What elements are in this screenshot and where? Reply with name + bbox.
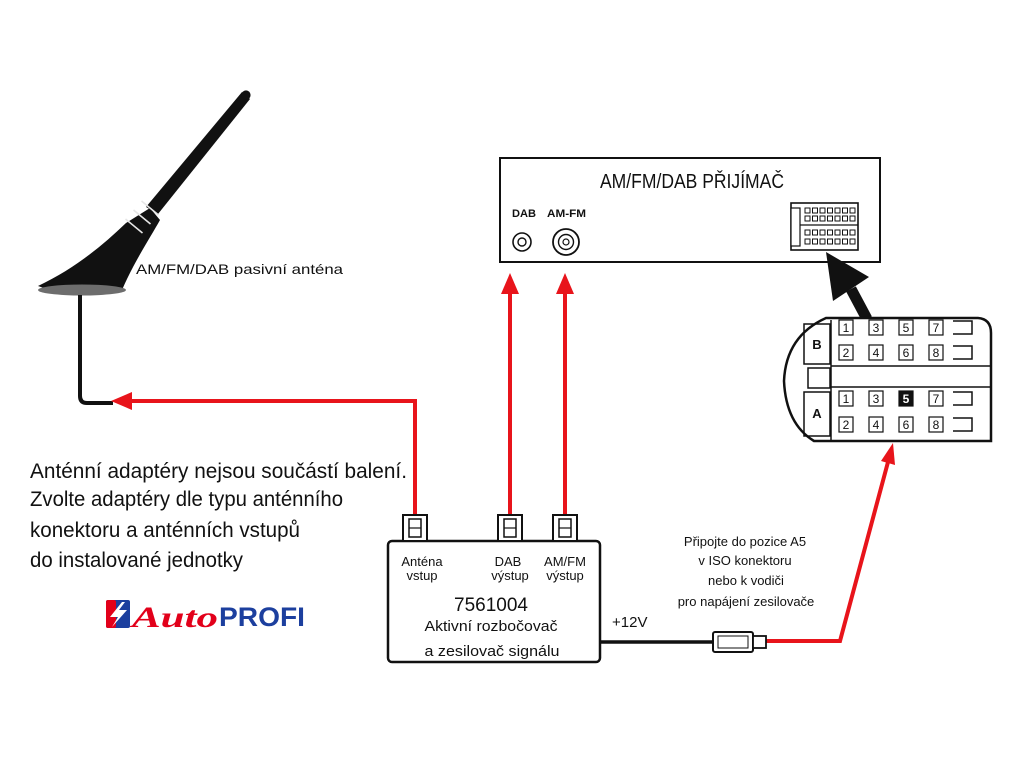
iso-row-b-label: B — [812, 337, 821, 352]
pin-number: 2 — [843, 418, 850, 432]
part-number: 7561004 — [454, 595, 528, 616]
pin-number: 8 — [933, 418, 940, 432]
pin-b5: 5 — [898, 319, 914, 336]
pin-a4: 4 — [868, 416, 884, 433]
receiver-title: AM/FM/DAB PŘIJÍMAČ — [600, 170, 784, 193]
splitter-antenna-connector — [402, 514, 428, 542]
instruction-line-3: nebo k vodiči — [708, 573, 784, 588]
antenna-base — [38, 284, 126, 296]
pin-b4: 4 — [868, 344, 884, 361]
receiver-dab-socket — [512, 232, 532, 252]
antenna-fin — [38, 208, 160, 294]
power-lead: +12V — [600, 614, 767, 653]
port-antenna-name: Anténa — [401, 554, 443, 569]
pin-number: 3 — [873, 392, 880, 406]
power-voltage-label: +12V — [612, 614, 647, 631]
splitter-box — [386, 539, 602, 664]
pin-a3: 3 — [868, 390, 884, 407]
pin-number: 4 — [873, 346, 880, 360]
pin-number: 5 — [903, 321, 910, 335]
pin-number: 6 — [903, 346, 910, 360]
note-line-4: do instalované jednotky — [30, 549, 243, 572]
pin-b2: 2 — [838, 344, 854, 361]
pin-a8: 8 — [928, 416, 944, 433]
pin-b1: 1 — [838, 319, 854, 336]
antenna-input-wire — [111, 392, 417, 516]
receiver-dab-label: DAB — [512, 208, 536, 220]
port-dab-role: výstup — [491, 568, 529, 583]
splitter-amplifier: Anténa vstup DAB výstup AM/FM výstup 756… — [386, 514, 602, 664]
pin-number: 1 — [843, 392, 850, 406]
pin-a6: 6 — [898, 416, 914, 433]
pin-b7: 7 — [928, 319, 944, 336]
antenna-label: AM/FM/DAB pasivní anténa — [136, 261, 343, 277]
note-line-2: Zvolte adaptéry dle typu anténního — [30, 488, 343, 511]
receiver-amfm-socket — [552, 228, 580, 256]
power-wire-to-a5 — [766, 443, 895, 643]
pin-number: 8 — [933, 346, 940, 360]
pin-b8: 8 — [928, 344, 944, 361]
zoom-arrow — [826, 252, 872, 322]
autoprofi-logo: Auto PROFI — [106, 600, 305, 634]
antenna-whip — [146, 92, 250, 214]
arrow-head — [501, 273, 519, 294]
pin-number: 2 — [843, 346, 850, 360]
arrow-head — [556, 273, 574, 294]
note-line-3: konektoru a anténních vstupů — [30, 519, 300, 542]
iso-connector-detail: B A 1 3 5 7 2 4 6 8 1 3 5 7 2 4 6 8 — [782, 316, 993, 443]
instruction-line-1: Připojte do pozice A5 — [684, 534, 806, 549]
dab-output-wire — [501, 273, 519, 516]
pin-a2: 2 — [838, 416, 854, 433]
port-dab-name: DAB — [495, 554, 522, 569]
receiver-iso-socket — [790, 202, 859, 251]
pin-number: 7 — [933, 321, 940, 335]
pin-b6: 6 — [898, 344, 914, 361]
power-plug — [712, 631, 767, 653]
pin-b3: 3 — [868, 319, 884, 336]
pin-number: 4 — [873, 418, 880, 432]
lightning-icon — [106, 600, 130, 628]
arrow-head — [111, 392, 132, 410]
receiver-amfm-label: AM-FM — [547, 208, 586, 220]
arrow-head — [881, 443, 895, 465]
splitter-description-line-1: Aktivní rozbočovač — [425, 618, 559, 635]
logo-auto: Auto — [129, 601, 218, 634]
pin-number: 5 — [903, 392, 910, 406]
antenna: AM/FM/DAB pasivní anténa — [38, 90, 343, 405]
logo-profi: PROFI — [219, 602, 305, 632]
pin-a1: 1 — [838, 390, 854, 407]
pin-a5: 5 — [898, 390, 914, 407]
receiver: AM/FM/DAB PŘIJÍMAČ DAB AM-FM — [499, 157, 881, 263]
note-line-1: Anténní adaptéry nejsou součástí balení. — [30, 460, 407, 483]
instruction-line-2: v ISO konektoru — [698, 553, 791, 568]
antenna-grooves — [124, 200, 160, 234]
pin-number: 6 — [903, 418, 910, 432]
splitter-dab-connector — [497, 514, 523, 542]
amfm-output-wire — [556, 273, 574, 516]
adapter-note: Anténní adaptéry nejsou součástí balení.… — [30, 460, 407, 572]
pin-number: 7 — [933, 392, 940, 406]
iso-detail-frame — [803, 320, 990, 440]
pin-a7: 7 — [928, 390, 944, 407]
port-antenna-role: vstup — [406, 568, 437, 583]
splitter-description-line-2: a zesilovač signálu — [425, 643, 560, 660]
instruction-line-4: pro napájení zesilovače — [678, 594, 815, 609]
port-amfm-role: výstup — [546, 568, 584, 583]
port-amfm-name: AM/FM — [544, 554, 586, 569]
splitter-amfm-connector — [552, 514, 578, 542]
pin-number: 3 — [873, 321, 880, 335]
pin-number: 1 — [843, 321, 850, 335]
iso-row-a-label: A — [812, 406, 822, 421]
antenna-cable — [78, 295, 113, 405]
antenna-whip-tip — [241, 90, 251, 100]
power-instructions: Připojte do pozice A5 v ISO konektoru ne… — [678, 534, 815, 609]
